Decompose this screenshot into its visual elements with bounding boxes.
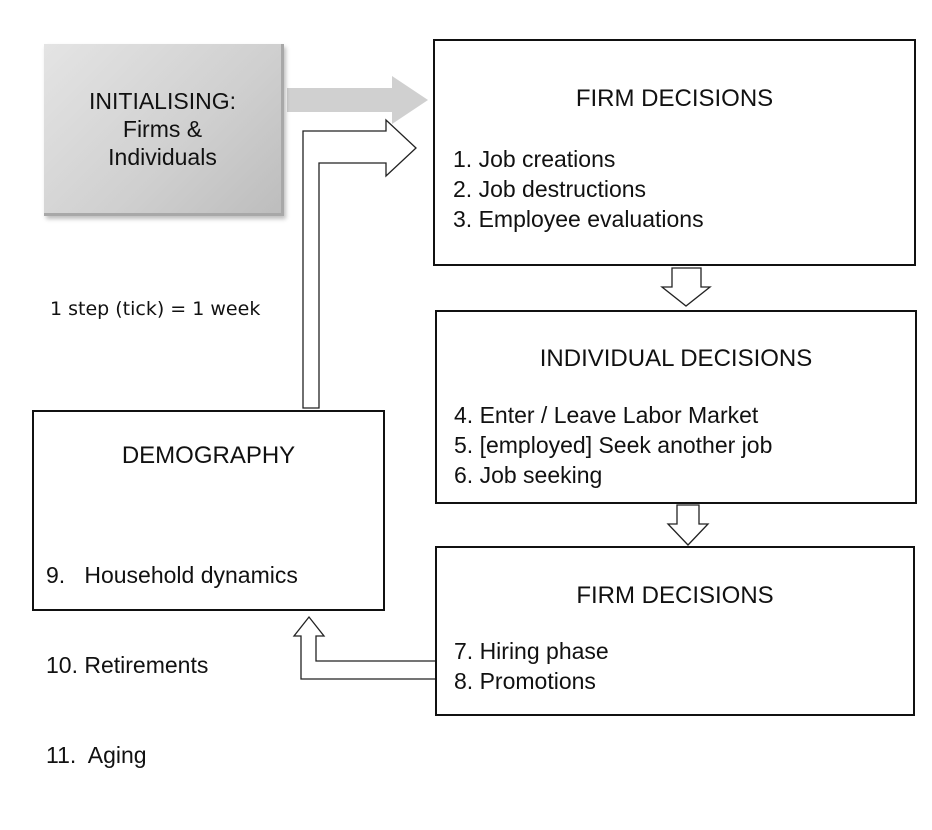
- demography-title: DEMOGRAPHY: [121, 442, 296, 469]
- firm-decisions-box-2: FIRM DECISIONS 7. Hiring phase 8. Promot…: [435, 546, 915, 716]
- firm2-to-demography-arrow: [292, 615, 438, 680]
- init-line-1: INITIALISING:: [89, 87, 236, 114]
- initialising-box: INITIALISING: Firms & Individuals: [44, 44, 284, 216]
- init-to-firm-arrow: [287, 76, 428, 124]
- individual-to-firm2-arrow: [666, 504, 710, 546]
- firm-to-individual-arrow: [660, 267, 712, 307]
- individual-item: 5. [employed] Seek another job: [454, 432, 773, 458]
- init-line-2: Firms &: [122, 115, 203, 142]
- demography-box: DEMOGRAPHY 9. Household dynamics 10. Ret…: [32, 410, 385, 768]
- init-line-3: Individuals: [108, 143, 217, 170]
- demography-item: 11. Aging: [46, 742, 147, 768]
- firm1-item: 2. Job destructions: [453, 176, 647, 202]
- firm1-item: 1. Job creations: [453, 146, 616, 172]
- firm-decisions-title-2: FIRM DECISIONS: [576, 582, 774, 609]
- demography-to-firm-loop-arrow: [302, 118, 417, 409]
- tick-label: 1 step (tick) = 1 week: [50, 298, 261, 320]
- firm1-item: 3. Employee evaluations: [453, 206, 704, 232]
- arrows-layer: [287, 76, 712, 680]
- demography-item: 9. Household dynamics: [46, 562, 298, 588]
- individual-decisions-title: INDIVIDUAL DECISIONS: [539, 345, 813, 372]
- individual-decisions-box: INDIVIDUAL DECISIONS 4. Enter / Leave La…: [435, 310, 917, 504]
- demography-item: 10. Retirements: [46, 652, 209, 678]
- firm-decisions-box-1: FIRM DECISIONS 1. Job creations 2. Job d…: [433, 39, 916, 266]
- individual-item: 6. Job seeking: [454, 462, 603, 488]
- individual-item: 4. Enter / Leave Labor Market: [454, 402, 759, 428]
- firm2-item: 8. Promotions: [454, 668, 596, 694]
- firm-decisions-title: FIRM DECISIONS: [575, 85, 774, 112]
- firm2-item: 7. Hiring phase: [454, 638, 609, 664]
